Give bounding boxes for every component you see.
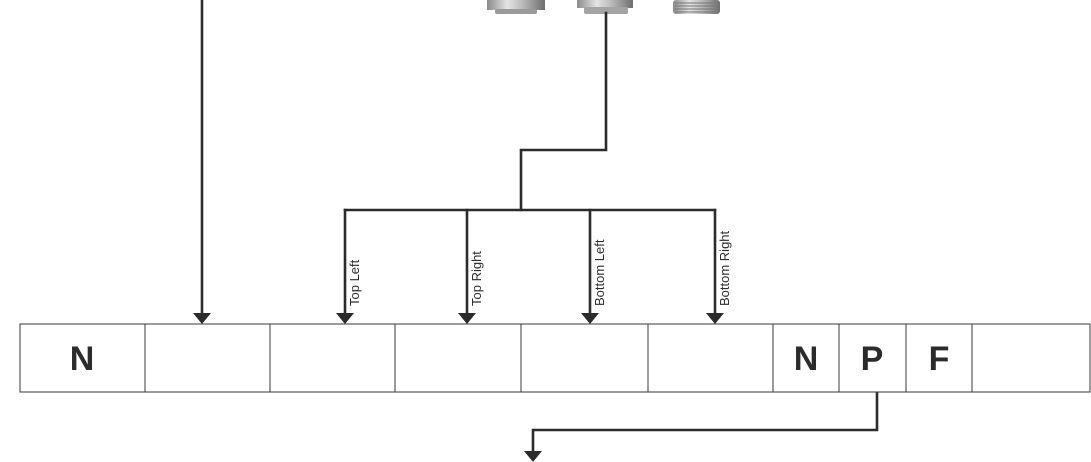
branch-label-top-left: Top Left [347, 259, 362, 306]
arrow-down-icon [581, 313, 599, 324]
branch-labels: Top Left Top Right Bottom Left Bottom Ri… [347, 230, 732, 306]
code-cell-7-text: N [794, 340, 819, 378]
code-cell-6 [648, 324, 773, 392]
code-cell-1-text: N [70, 340, 95, 378]
connector-image-1 [487, 0, 545, 14]
code-cells-row: N N P F [20, 324, 1090, 392]
code-cell-4 [395, 324, 521, 392]
output-line [533, 393, 877, 451]
arrow-down-icon [458, 313, 476, 324]
branch-label-top-right: Top Right [469, 251, 484, 306]
branch-label-bottom-right: Bottom Right [717, 230, 732, 306]
branch-label-bottom-left: Bottom Left [592, 239, 607, 306]
arrow-down-icon [706, 313, 724, 324]
connector-lead-line [521, 13, 606, 210]
arrow-down-icon [336, 313, 354, 324]
arrow-down-icon [524, 451, 542, 462]
code-cell-2 [145, 324, 270, 392]
arrow-down-icon [193, 313, 211, 324]
code-cell-8-text: P [861, 340, 884, 378]
code-cell-10 [972, 324, 1090, 392]
connector-image-3 [673, 0, 720, 14]
code-cell-9-text: F [929, 340, 950, 378]
code-cell-3 [270, 324, 395, 392]
code-cell-5 [521, 324, 648, 392]
